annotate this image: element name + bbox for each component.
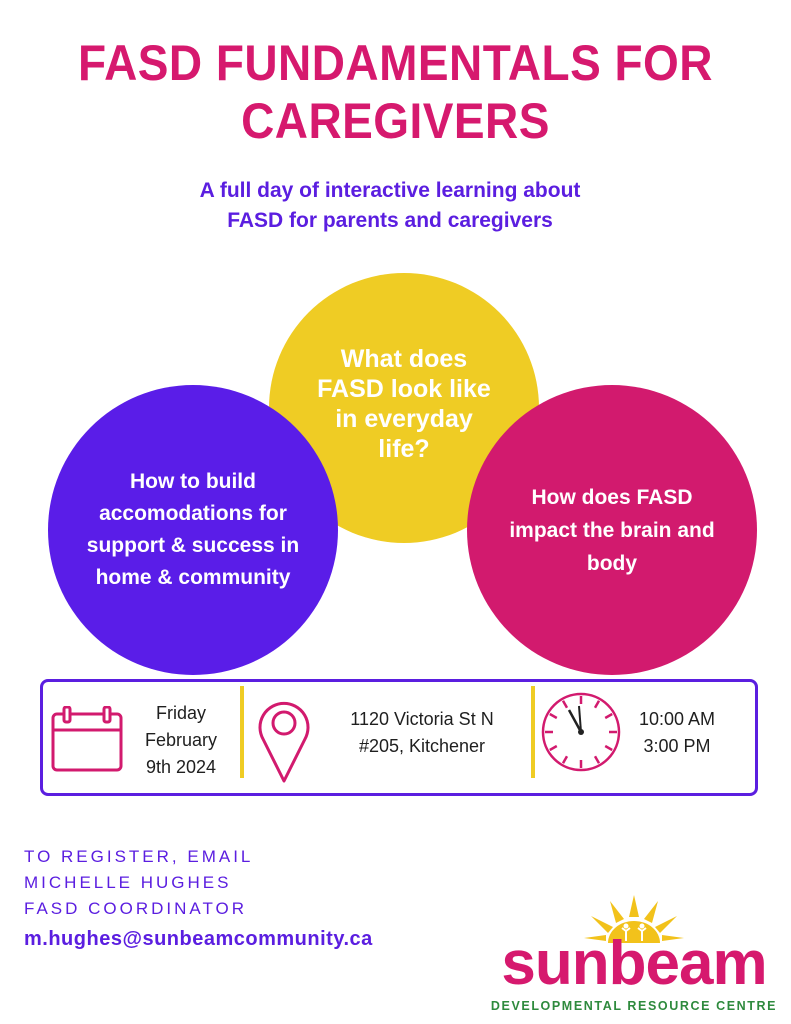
sunburst-logo-icon xyxy=(584,895,684,943)
logo-wordmark: sunbeam xyxy=(501,929,767,998)
date-year: 9th 2024 xyxy=(145,757,217,777)
time-end: 3:00 PM xyxy=(643,736,711,756)
event-address: 1120 Victoria St N #205, Kitchener xyxy=(322,706,522,760)
location-pin-icon xyxy=(258,701,310,783)
event-time: 10:00 AM 3:00 PM xyxy=(622,706,732,760)
address-street: 1120 Victoria St N xyxy=(350,709,494,729)
topic-accommodations-text: How to build accomodations for support &… xyxy=(86,470,300,589)
topic-accommodations-circle: How to build accomodations for support &… xyxy=(48,385,338,675)
sunbeam-logo: sunbeam DEVELOPMENTAL RESOURCE CENTRE xyxy=(484,895,784,1020)
subtitle: A full day of interactive learning about… xyxy=(199,179,581,232)
divider-1 xyxy=(240,686,244,778)
address-city: #205, Kitchener xyxy=(358,736,486,756)
register-line-1: TO REGISTER, EMAIL xyxy=(24,847,254,866)
title-line-2: CAREGIVERS xyxy=(241,93,550,149)
logo-tagline: DEVELOPMENTAL RESOURCE CENTRE xyxy=(490,999,778,1013)
register-email-link[interactable]: m.hughes@sunbeamcommunity.ca xyxy=(24,928,373,950)
calendar-icon xyxy=(51,706,123,772)
date-month: February xyxy=(144,730,218,750)
page-title: FASD FUNDAMENTALS FOR CAREGIVERS xyxy=(32,34,760,150)
register-instructions: TO REGISTER, EMAIL MICHELLE HUGHES FASD … xyxy=(24,844,253,922)
register-line-2: MICHELLE HUGHES xyxy=(24,873,232,892)
event-date: Friday February 9th 2024 xyxy=(128,700,234,781)
time-start: 10:00 AM xyxy=(638,709,716,729)
topic-brain-body-text: How does FASD impact the brain and body xyxy=(509,485,715,575)
divider-2 xyxy=(531,686,535,778)
topic-brain-body-circle: How does FASD impact the brain and body xyxy=(467,385,757,675)
register-line-3: FASD COORDINATOR xyxy=(24,899,248,918)
title-line-1: FASD FUNDAMENTALS FOR xyxy=(78,35,713,91)
event-details-box xyxy=(40,679,758,796)
date-day: Friday xyxy=(155,703,206,723)
topic-everyday-text: What does FASD look like in everyday lif… xyxy=(317,345,491,463)
clock-icon xyxy=(541,692,621,772)
